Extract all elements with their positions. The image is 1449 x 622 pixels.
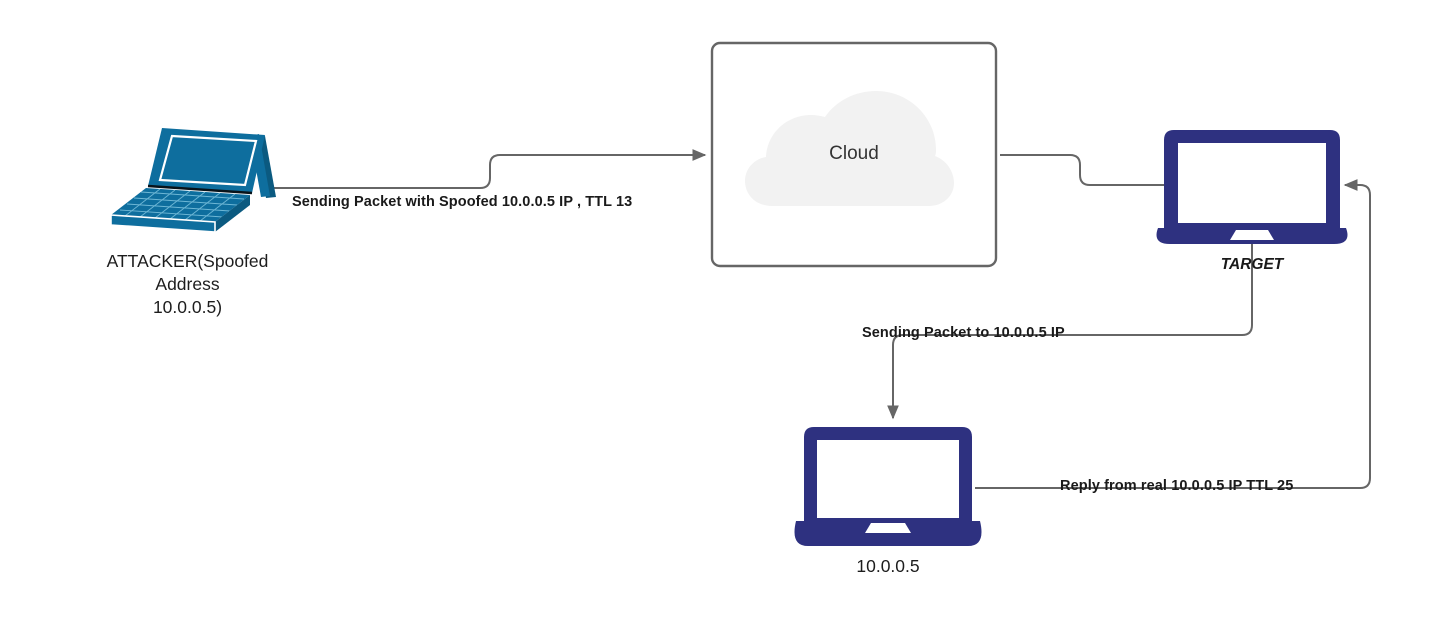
cloud-icon xyxy=(745,91,954,206)
victim-label: 10.0.0.5 xyxy=(856,556,920,576)
laptop-isometric-icon xyxy=(110,128,276,233)
laptop-front-icon-target xyxy=(1156,130,1348,244)
edge-label-attacker-to-cloud: Sending Packet with Spoofed 10.0.0.5 IP … xyxy=(292,194,633,210)
target-label: TARGET xyxy=(1220,256,1284,273)
edge-attacker-to-cloud xyxy=(262,149,707,189)
edge-victim-to-target xyxy=(975,179,1371,489)
edge-target-to-victim xyxy=(887,240,1253,420)
laptop-front-icon-victim xyxy=(794,427,982,546)
edge-label-target-to-victim: Sending Packet to 10.0.0.5 IP xyxy=(862,325,1065,341)
attacker-label-line-2: Address xyxy=(155,274,220,294)
attacker-label-line-1: ATTACKER(Spoofed xyxy=(106,251,269,271)
cloud-label: Cloud xyxy=(829,143,879,164)
edge-label-victim-to-target: Reply from real 10.0.0.5 IP TTL 25 xyxy=(1060,478,1294,494)
attacker-label-line-3: 10.0.0.5) xyxy=(152,297,223,317)
edge-cloud-to-target xyxy=(1000,154,1167,186)
